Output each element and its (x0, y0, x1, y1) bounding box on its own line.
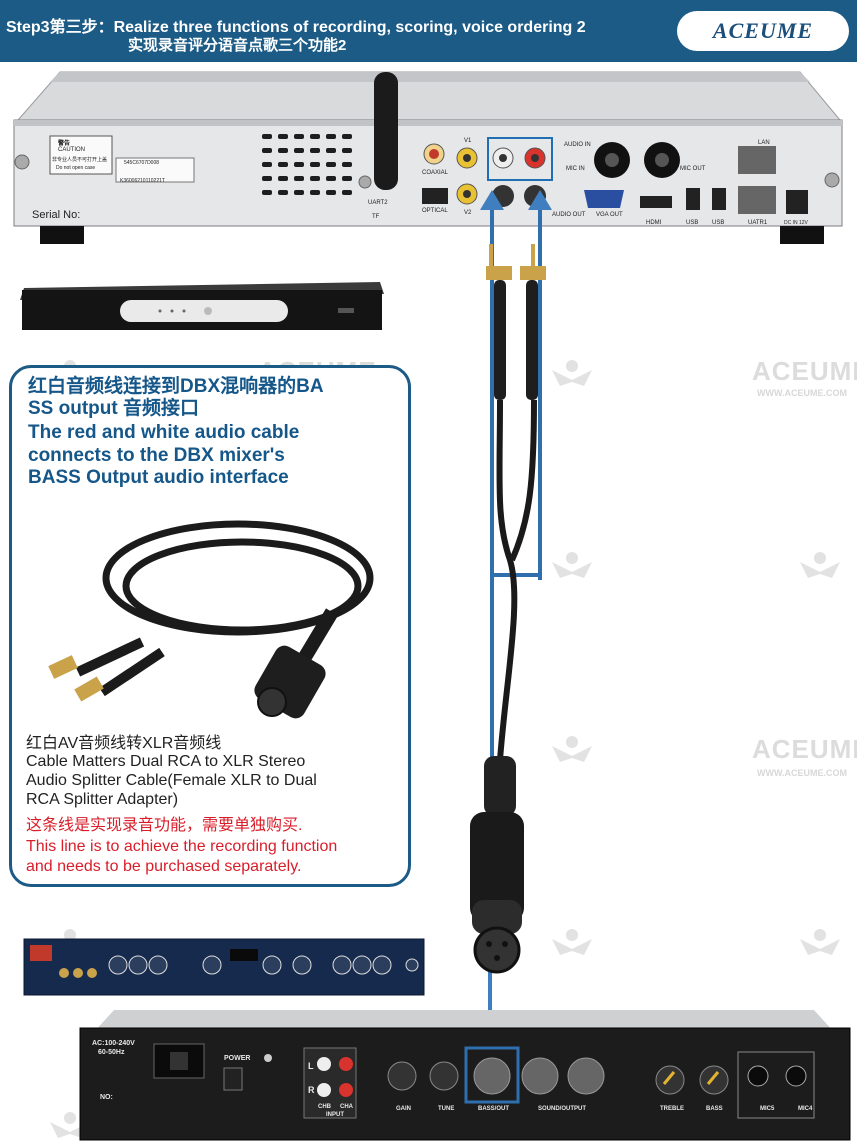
brand-logo: ACEUME (677, 11, 849, 51)
header-title-line2: 实现录音评分语音点歌三个功能2 (128, 37, 347, 54)
hdmi-label: HDMI (646, 220, 662, 226)
optical-label: OPTICAL (422, 208, 448, 214)
watermark-url: WWW.ACEUME.COM (757, 388, 847, 398)
lan-label: LAN (758, 140, 770, 146)
audio-in-label: AUDIO IN (564, 142, 591, 148)
dbx-mixer-front (23, 938, 425, 996)
cable-en-3: RCA Splitter Adapter) (26, 791, 179, 808)
caution-note: Do not open case (56, 165, 96, 171)
audio-out-label: AUDIO OUT (552, 212, 586, 218)
dbx-mic4-label: MIC4 (798, 1106, 813, 1112)
karaoke-player-front (20, 282, 384, 330)
callout-en-title-1: The red and white audio cable (28, 422, 300, 443)
dbx-cha-label: CHA (340, 1104, 353, 1110)
v1-label: V1 (464, 138, 472, 144)
dbx-input-label: INPUT (326, 1112, 344, 1118)
barcode-text-2: K36006210110221T (120, 178, 165, 184)
note-en-1: This line is to achieve the recording fu… (26, 838, 338, 855)
caution-en: CAUTION (58, 147, 85, 153)
dbx-no-label: NO: (100, 1094, 113, 1101)
note-cn: 这条线是实现录音功能，需要单独购买. (26, 817, 303, 834)
usb1-label: USB (686, 220, 699, 226)
v2-label: V2 (464, 210, 472, 216)
uart2-label: UART2 (368, 200, 388, 206)
watermark-url: WWW.ACEUME.COM (757, 768, 847, 778)
uatr1-label: UATR1 (748, 220, 768, 226)
dbx-power-label: POWER (224, 1055, 251, 1062)
dbx-power-spec-2: 60-50Hz (98, 1049, 125, 1056)
tf-label: TF (372, 214, 380, 220)
dbx-mic5-label: MIC5 (760, 1106, 775, 1112)
dbx-knob-treble: TREBLE (660, 1106, 684, 1112)
dbx-knob-gain: GAIN (396, 1106, 411, 1112)
header-banner: Step3第三步：Realize three functions of reco… (0, 0, 857, 62)
dbx-l-label: L (308, 1061, 314, 1071)
mic-in-label: MIC IN (566, 166, 585, 172)
callout-en-title-3: BASS Output audio interface (28, 467, 289, 488)
dbx-knob-bass: BASS (706, 1106, 723, 1112)
dbx-power-spec-1: AC:100-240V (92, 1040, 135, 1047)
dbx-knob-tune: TUNE (438, 1106, 455, 1112)
vga-out-label: VGA OUT (596, 212, 623, 218)
cable-product-image (48, 520, 374, 719)
usb2-label: USB (712, 220, 725, 226)
dc-label: DC IN 12V (784, 220, 808, 226)
header-title-line1: Step3第三步：Realize three functions of reco… (6, 19, 586, 36)
cable-cn: 红白AV音频线转XLR音频线 (26, 735, 222, 752)
dbx-knob-bass-out: BASS/OUT (478, 1106, 510, 1112)
watermark-text: ACEUME (752, 356, 857, 386)
caution-title: 警告 (58, 141, 71, 147)
callout-cn-title-1: 红白音频线连接到DBX混响器的BA (28, 376, 324, 397)
callout-cn-title-2: SS output 音频接口 (28, 398, 199, 419)
serial-label: Serial No: (32, 209, 81, 221)
callout-en-title-2: connects to the DBX mixer's (28, 445, 285, 466)
cable-en-1: Cable Matters Dual RCA to XLR Stereo (26, 753, 306, 770)
coaxial-label: COAXIAL (422, 170, 449, 176)
cable-en-2: Audio Splitter Cable(Female XLR to Dual (26, 772, 317, 789)
dbx-knob-sound-output: SOUND/OUTPUT (538, 1106, 586, 1112)
caution-cn: 非专业人员不可打开上盖 (52, 157, 108, 163)
dbx-mixer-rear (79, 1010, 851, 1141)
note-en-2: and needs to be purchased separately. (26, 858, 302, 875)
barcode-text-1: 545C6707D008 (124, 160, 160, 166)
info-callout: 红白音频线连接到DBX混响器的BA SS output 音频接口 The red… (9, 365, 411, 887)
karaoke-player-rear (13, 71, 843, 244)
dbx-chb-label: CHB (318, 1104, 331, 1110)
watermark-text: ACEUME (752, 734, 857, 764)
dbx-r-label: R (308, 1085, 315, 1095)
mic-out-label: MIC OUT (680, 166, 706, 172)
